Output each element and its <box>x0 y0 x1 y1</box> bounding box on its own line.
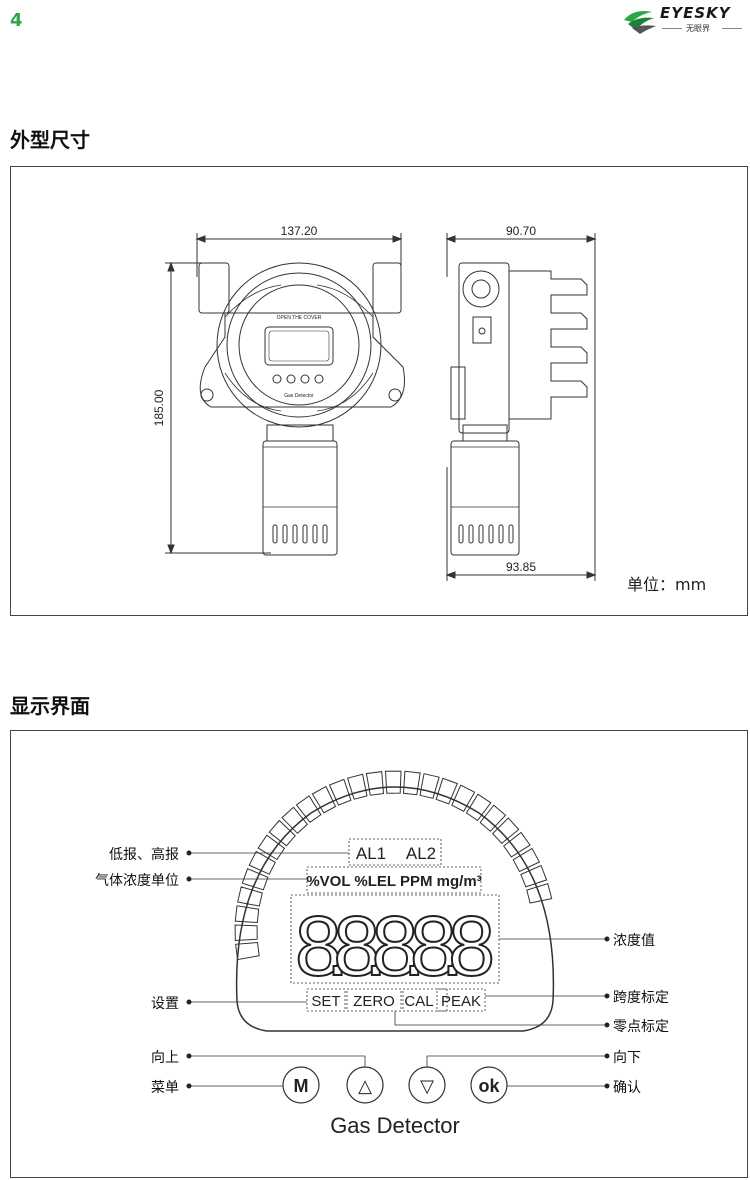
ring-segment <box>257 834 286 861</box>
ring-segment <box>384 770 402 794</box>
lcd-set: SET <box>311 993 340 1010</box>
ring-segment <box>512 847 541 873</box>
ring-segment <box>365 771 385 796</box>
device-name: Gas Detector <box>330 1113 460 1138</box>
label-setting: 设置 <box>151 996 179 1012</box>
lcd-cal: CAL <box>404 993 433 1010</box>
lcd-peak: PEAK <box>441 993 481 1010</box>
ring-segment <box>503 831 531 858</box>
ring-segment <box>248 850 276 875</box>
front-cover-text: OPEN THE COVER <box>277 315 322 321</box>
ring-segment <box>281 806 309 834</box>
label-up: 向上 <box>151 1050 179 1066</box>
lcd-alarm2: AL2 <box>406 844 436 863</box>
ring-segment <box>402 770 421 796</box>
display-diagram: AL1 AL2 %VOL %LEL PPM mg/m³ 8.8.8.8.8 SE… <box>186 770 610 1138</box>
up-button[interactable]: △ <box>358 1076 372 1096</box>
ring-segment <box>234 905 260 924</box>
eye-logo-icon <box>624 11 656 34</box>
ring-segment <box>451 784 476 812</box>
brand-subtitle: 无眼界 <box>686 24 710 33</box>
dimension-drawing: 137.20 90.70 93.85 185.00 OPEN THE COVER… <box>152 224 597 581</box>
ring-segment <box>241 868 269 891</box>
section-title-display: 显示界面 <box>10 694 90 718</box>
down-button[interactable]: ▽ <box>420 1076 434 1096</box>
label-concentration: 浓度值 <box>613 933 655 949</box>
label-menu: 菜单 <box>151 1080 179 1096</box>
dim-depth-top: 90.70 <box>506 224 536 238</box>
page-number: 4 <box>10 10 23 31</box>
dim-width-front: 137.20 <box>281 224 318 238</box>
ring-segment <box>526 882 553 904</box>
unit-label: 单位：mm <box>627 575 707 594</box>
label-down: 向下 <box>613 1050 641 1066</box>
label-zero: 零点标定 <box>613 1019 669 1035</box>
brand-name: EYESKY <box>660 4 731 22</box>
ring-segment <box>346 773 368 800</box>
label-confirm: 确认 <box>613 1080 641 1096</box>
ring-segment <box>419 773 440 799</box>
label-unit: 气体浓度单位 <box>95 873 179 889</box>
section-title-dimensions: 外型尺寸 <box>10 128 90 152</box>
ring-segment <box>328 778 352 806</box>
ring-segment <box>311 785 337 814</box>
ring-segment <box>268 819 296 847</box>
lcd-zero: ZERO <box>353 993 395 1010</box>
ok-button[interactable]: ok <box>478 1076 500 1096</box>
ring-segment <box>465 793 492 822</box>
label-alarm: 低报、高报 <box>109 847 179 863</box>
ring-segment <box>234 924 258 942</box>
ring-segment <box>492 817 520 845</box>
menu-button[interactable]: M <box>294 1076 309 1096</box>
lcd-units: %VOL %LEL PPM mg/m³ <box>306 873 481 890</box>
ring-segment <box>237 886 263 907</box>
display-frame: AL1 AL2 %VOL %LEL PPM mg/m³ 8.8.8.8.8 SE… <box>10 730 748 1178</box>
ring-segment <box>235 941 260 961</box>
dim-height: 185.00 <box>152 389 166 426</box>
lcd-digits: 8.8.8.8.8 <box>295 899 495 993</box>
label-span: 跨度标定 <box>613 990 669 1006</box>
ring-segment <box>520 864 548 888</box>
dimensions-frame: 137.20 90.70 93.85 185.00 OPEN THE COVER… <box>10 166 748 616</box>
lcd-alarm1: AL1 <box>356 844 386 863</box>
front-device-name: Gas Detector <box>284 393 314 399</box>
ring-segment <box>295 795 322 823</box>
ring-segment <box>435 777 458 805</box>
dim-depth-bottom: 93.85 <box>506 560 536 574</box>
brand-logo: EYESKY 无眼界 <box>622 4 748 38</box>
ring-segment <box>479 804 507 832</box>
